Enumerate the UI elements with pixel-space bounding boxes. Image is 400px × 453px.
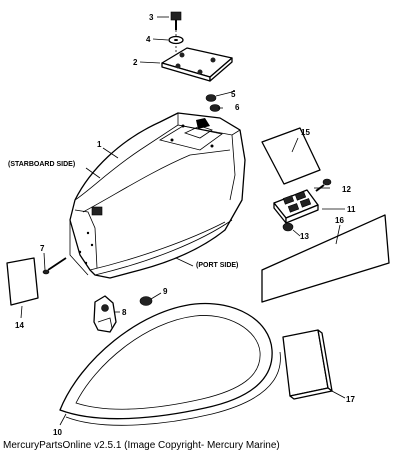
callout-13: 13 — [300, 232, 309, 241]
callout-2: 2 — [133, 58, 138, 67]
part-7-screw[interactable] — [42, 257, 67, 275]
part-2-plate[interactable] — [161, 47, 233, 82]
part-14-decal[interactable] — [6, 257, 39, 306]
part-4-washer[interactable] — [168, 35, 184, 45]
part-16-decal-strip[interactable] — [261, 214, 390, 303]
callout-11: 11 — [347, 205, 356, 214]
callout-9: 9 — [163, 287, 168, 296]
callout-1: 1 — [97, 140, 102, 149]
part-15-decal[interactable] — [261, 127, 321, 185]
callout-7: 7 — [40, 244, 45, 253]
part-8-bracket[interactable] — [93, 295, 117, 333]
part-9-nut[interactable] — [139, 296, 153, 306]
callout-4: 4 — [146, 35, 151, 44]
callout-17: 17 — [346, 395, 355, 404]
callout-15: 15 — [301, 128, 310, 137]
callout-6: 6 — [235, 103, 240, 112]
callout-8: 8 — [122, 308, 127, 317]
part-17-manual[interactable] — [282, 329, 333, 400]
callout-16: 16 — [335, 216, 344, 225]
callout-3: 3 — [149, 13, 154, 22]
callout-5: 5 — [231, 90, 236, 99]
part-3-screw[interactable] — [170, 11, 182, 54]
part-12-screw[interactable] — [315, 178, 332, 192]
callout-10: 10 — [53, 428, 62, 437]
copyright-footer: MercuryPartsOnline v2.5.1 (Image Copyrig… — [3, 440, 280, 451]
leader-lines — [20, 16, 346, 426]
part-1-top-cowl[interactable] — [69, 112, 246, 279]
callout-12: 12 — [342, 185, 351, 194]
port-side-label: (PORT SIDE) — [196, 262, 238, 269]
part-5-nut[interactable] — [205, 90, 235, 102]
part-13-nut[interactable] — [282, 222, 294, 232]
callout-14: 14 — [15, 321, 24, 330]
starboard-side-label: (STARBOARD SIDE) — [8, 161, 75, 168]
part-10-seal[interactable] — [59, 302, 281, 426]
part-11-control-panel[interactable] — [273, 189, 319, 224]
